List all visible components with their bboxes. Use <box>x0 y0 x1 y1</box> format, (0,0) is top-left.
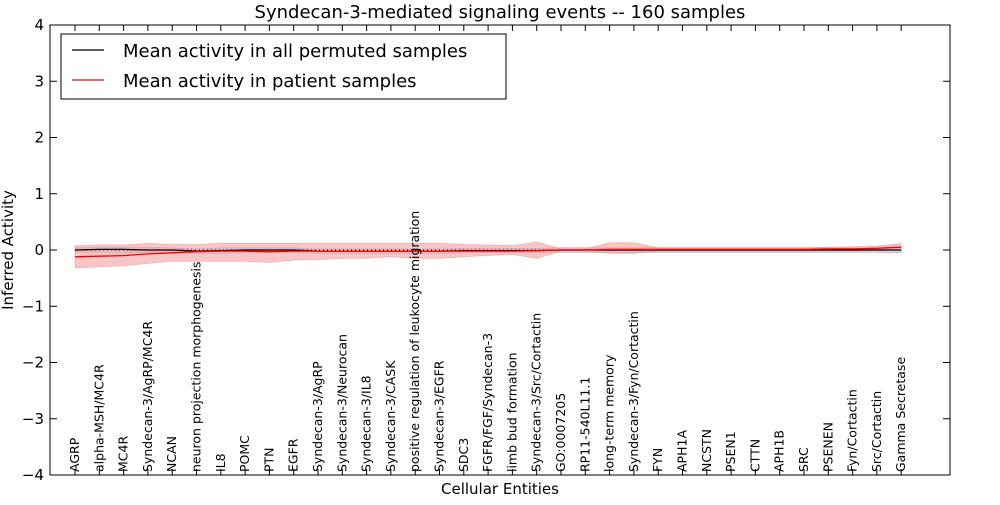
x-category-label: Fyn/Cortactin <box>845 389 860 472</box>
x-category-label: long-term memory <box>602 354 617 472</box>
y-tick-label: 3 <box>34 72 44 90</box>
x-category-label: APH1B <box>772 430 787 472</box>
legend-label-permuted: Mean activity in all permuted samples <box>123 41 467 62</box>
x-category-label: Syndecan-3/AgRP <box>310 361 325 472</box>
x-category-label: Syndecan-3/Fyn/Cortactin <box>626 311 641 472</box>
plot-area <box>74 241 902 269</box>
x-category-label: Syndecan-3/Neurocan <box>334 334 349 472</box>
x-category-label: Syndecan-3/AgRP/MC4R <box>140 321 155 472</box>
x-category-label: positive regulation of leukocyte migrati… <box>407 211 422 472</box>
chart-title: Syndecan-3-mediated signaling events -- … <box>255 2 746 23</box>
y-axis-label: Inferred Activity <box>0 190 17 310</box>
x-category-label: APH1A <box>675 430 690 472</box>
x-category-label: RP11-540L11.1 <box>577 377 592 472</box>
x-category-label: SDC3 <box>456 438 471 472</box>
y-axis: −4 −3 −2 −1 0 1 2 3 4 <box>22 16 950 484</box>
x-category-label: MC4R <box>116 436 131 472</box>
x-category-label: SRC <box>796 447 811 472</box>
x-category-label: FYN <box>650 448 665 472</box>
x-category-label: AGRP <box>67 437 82 472</box>
x-category-label: alpha-MSH/MC4R <box>91 364 106 472</box>
y-tick-label: 2 <box>34 129 44 147</box>
x-category-label: neuron projection morphogenesis <box>189 261 204 472</box>
y-tick-label: 1 <box>34 185 44 203</box>
x-category-label: POMC <box>237 435 252 472</box>
x-category-label: NCAN <box>164 436 179 472</box>
x-category-label: CTTN <box>747 439 762 472</box>
y-tick-label: 4 <box>34 16 44 34</box>
x-category-label: PSEN1 <box>723 431 738 472</box>
x-category-label: PTN <box>261 447 276 472</box>
x-axis-label: Cellular Entities <box>441 480 559 498</box>
y-tick-label: −3 <box>22 410 44 428</box>
x-category-label: NCSTN <box>699 429 714 472</box>
x-category-label: IL8 <box>213 453 228 472</box>
y-tick-label: −2 <box>22 354 44 372</box>
y-tick-label: −1 <box>22 297 44 315</box>
x-category-label: Gamma Secretase <box>893 357 908 472</box>
x-category-label: Src/Cortactin <box>869 391 884 472</box>
legend: Mean activity in all permuted samples Me… <box>60 33 507 100</box>
y-tick-label: −4 <box>22 466 44 484</box>
x-category-label: Syndecan-3/Src/Cortactin <box>529 313 544 472</box>
x-category-label: GO:0007205 <box>553 393 568 472</box>
x-category-label: Syndecan-3/CASK <box>383 360 398 472</box>
x-category-label: FGFR/FGF/Syndecan-3 <box>480 333 495 472</box>
x-category-label: Syndecan-3/IL8 <box>359 375 374 472</box>
patient-mean-line <box>74 246 902 258</box>
y-tick-label: 0 <box>34 241 44 259</box>
x-category-label: Syndecan-3/EGFR <box>432 360 447 472</box>
x-category-label: EGFR <box>286 438 301 472</box>
legend-label-patient: Mean activity in patient samples <box>123 71 417 92</box>
x-category-label: limb bud formation <box>504 352 519 472</box>
x-axis-categories: AGRP alpha-MSH/MC4R MC4R Syndecan-3/AgRP/MC… <box>67 25 908 475</box>
x-category-label: PSENEN <box>820 422 835 472</box>
legend-frame <box>60 33 507 100</box>
